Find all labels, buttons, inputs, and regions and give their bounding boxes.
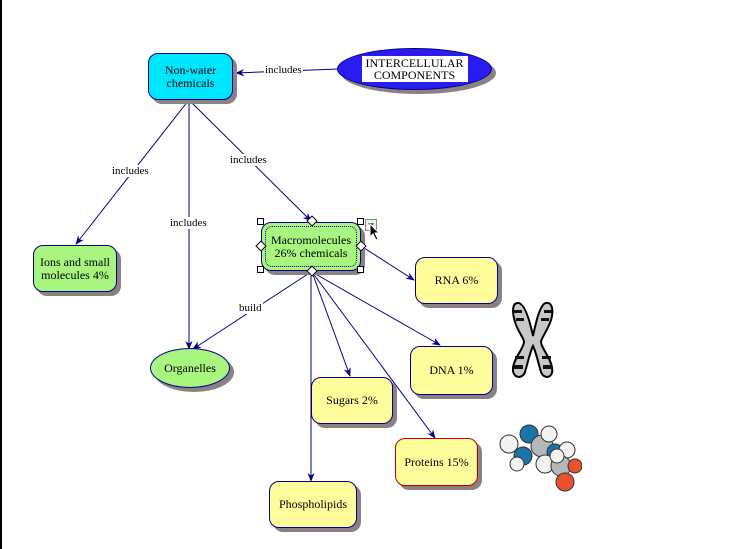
- node-dna[interactable]: DNA 1%: [410, 346, 493, 395]
- resize-handle-bottom-right[interactable]: [357, 266, 364, 273]
- node-label: Sugars 2%: [326, 393, 378, 407]
- node-label: RNA 6%: [434, 273, 479, 287]
- node-label-line1: Non-water: [164, 62, 217, 77]
- node-proteins[interactable]: Proteins 15%: [395, 438, 478, 486]
- resize-handle-top-left[interactable]: [257, 218, 264, 225]
- node-label-line2: 26% chemicals: [274, 245, 348, 260]
- root-node-label: INTERCELLULAR COMPONENTS: [361, 56, 468, 82]
- resize-handle-top-right[interactable]: [357, 218, 364, 225]
- link-macro-proteins[interactable]: [311, 271, 436, 439]
- link-label-includes[interactable]: includes: [169, 217, 208, 229]
- node-phospholipids[interactable]: Phospholipids: [269, 481, 357, 528]
- chromosome-icon: [511, 301, 554, 378]
- node-label-line2: chemicals: [166, 75, 215, 90]
- node-label: Phospholipids: [278, 497, 347, 511]
- node-sugars[interactable]: Sugars 2%: [311, 377, 393, 424]
- node-label-line2: molecules 4%: [41, 267, 109, 282]
- node-label: Proteins 15%: [404, 454, 469, 469]
- node-label-line1: Ions and small: [40, 254, 110, 269]
- resize-handle-bottom-left[interactable]: [257, 266, 264, 273]
- link-label-includes[interactable]: includes: [111, 165, 150, 177]
- node-rna[interactable]: RNA 6%: [415, 257, 498, 304]
- link-macro-sugars[interactable]: [311, 271, 351, 377]
- node-label-line1: Macromolecules: [271, 232, 351, 247]
- root-node-intercellular-components[interactable]: INTERCELLULAR COMPONENTS: [337, 48, 492, 90]
- node-non-water-chemicals[interactable]: Non-water chemicals: [148, 53, 233, 100]
- link-macro-dna[interactable]: [311, 271, 441, 346]
- root-label-line2: COMPONENTS: [373, 68, 456, 82]
- node-label: Organelles: [164, 360, 216, 375]
- link-label-build[interactable]: build: [238, 302, 263, 314]
- link-label-includes[interactable]: includes: [229, 154, 268, 166]
- node-organelles[interactable]: Organelles: [150, 348, 230, 388]
- node-label: DNA 1%: [429, 363, 474, 377]
- link-label-includes[interactable]: includes: [264, 64, 303, 76]
- window-left-edge: [0, 0, 2, 549]
- molecule-icon: [499, 424, 582, 492]
- root-label-line1: INTERCELLULAR: [365, 56, 464, 70]
- link-macro-rna[interactable]: [360, 245, 415, 281]
- node-macromolecules[interactable]: Macromolecules 26% chemicals: [261, 222, 361, 271]
- node-ions-small-molecules[interactable]: Ions and small molecules 4%: [33, 245, 117, 292]
- mouse-cursor-icon: [369, 223, 381, 241]
